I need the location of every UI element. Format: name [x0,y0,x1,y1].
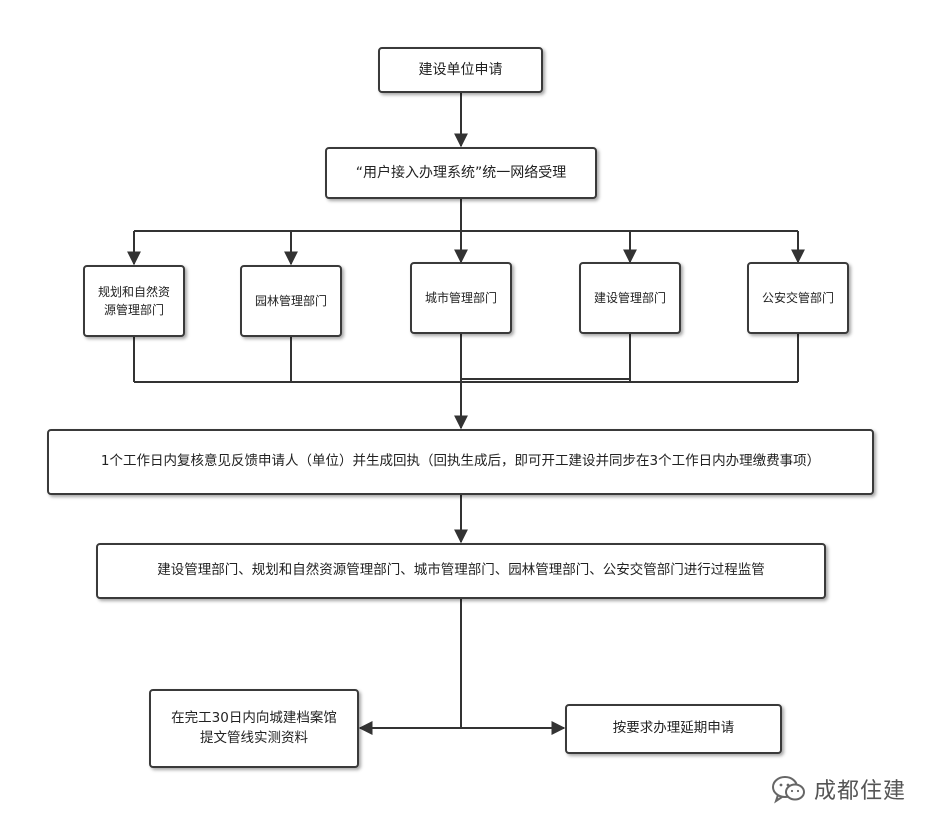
dept-label-city: 城市管理部门 [424,291,497,305]
start-label: 建设单位申请 [418,61,503,78]
dept-label-planning: 规划和自然资 源管理部门 [97,285,170,317]
review-box: 1个工作日内复核意见反馈申请人（单位）并生成回执（回执生成后，即可开工建设并同步… [47,429,874,495]
dept-label-landscape: 园林管理部门 [254,294,327,308]
supervision-box: 建设管理部门、规划和自然资源管理部门、城市管理部门、园林管理部门、公安交管部门进… [96,543,826,599]
extension-label: 按要求办理延期申请 [612,720,735,737]
watermark: 成都住建 [770,773,906,805]
system-label: “用户接入办理系统”统一网络受理 [355,164,567,181]
dept-box-city: 城市管理部门 [410,262,512,334]
archive-label: 在完工30日内向城建档案馆 提文管线实测资料 [171,709,337,746]
extension-box: 按要求办理延期申请 [565,704,782,754]
dept-box-planning: 规划和自然资 源管理部门 [83,265,185,337]
wechat-icon [772,776,805,804]
watermark-text: 成都住建 [814,779,907,804]
dept-label-traffic: 公安交管部门 [761,291,834,305]
dept-box-construction: 建设管理部门 [579,262,681,334]
dept-box-traffic: 公安交管部门 [747,262,849,334]
system-box: “用户接入办理系统”统一网络受理 [325,147,597,199]
dept-box-landscape: 园林管理部门 [240,265,342,337]
dept-label-construction: 建设管理部门 [593,291,666,305]
supervision-label: 建设管理部门、规划和自然资源管理部门、城市管理部门、园林管理部门、公安交管部门进… [157,562,765,579]
start-box: 建设单位申请 [378,47,543,93]
review-label: 1个工作日内复核意见反馈申请人（单位）并生成回执（回执生成后，即可开工建设并同步… [100,453,821,470]
archive-box: 在完工30日内向城建档案馆 提文管线实测资料 [149,689,359,768]
